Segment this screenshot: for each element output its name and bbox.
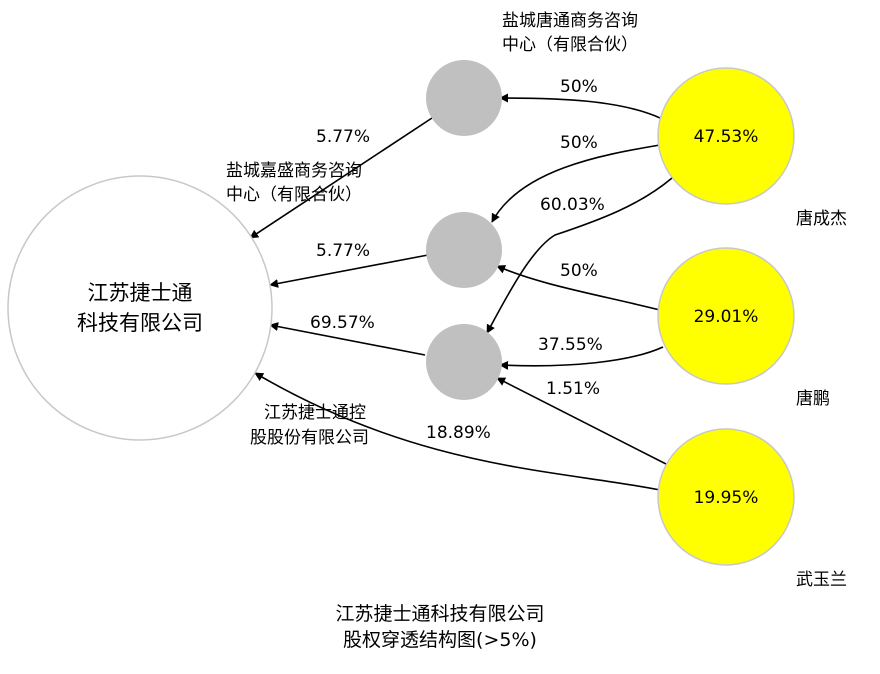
tang-chengjie-share: 47.53%	[694, 127, 759, 147]
edges	[249, 93, 673, 491]
tangtong-label-line1: 盐城唐通商务咨询	[502, 10, 638, 31]
edge-tangtong-to-target	[249, 117, 433, 239]
edge-holding-to-target	[269, 322, 426, 356]
edge-wuyulan-to-holding	[496, 377, 669, 466]
node-holding-company[interactable]	[426, 324, 502, 400]
wu-yulan-name: 武玉兰	[796, 570, 847, 590]
label-jiasheng-to-target: 5.77%	[316, 241, 370, 261]
edge-labels: 5.77% 5.77% 69.57% 18.89% 50% 50% 60.03%…	[310, 77, 605, 443]
node-labels: 江苏捷士通 科技有限公司 盐城唐通商务咨询 中心（有限合伙） 盐城嘉盛商务咨询 …	[77, 10, 847, 590]
node-jiasheng-center[interactable]	[426, 212, 502, 288]
diagram-title: 江苏捷士通科技有限公司 股权穿透结构图(>5%)	[335, 603, 544, 651]
tang-chengjie-name: 唐成杰	[796, 208, 847, 229]
label-tangtong-to-target: 5.77%	[316, 127, 370, 147]
jiasheng-label-line1: 盐城嘉盛商务咨询	[226, 161, 362, 181]
label-chengjie-to-tangtong: 50%	[560, 77, 598, 97]
edge-chengjie-to-tangtong	[499, 93, 661, 119]
node-wu-yulan[interactable]	[657, 428, 795, 566]
node-tang-peng[interactable]	[657, 247, 795, 385]
node-target-company[interactable]	[7, 175, 273, 441]
edge-jiasheng-to-target	[269, 254, 429, 288]
edge-chengjie-to-holding	[486, 177, 673, 334]
tang-peng-name: 唐鹏	[796, 388, 830, 409]
edge-chengjie-to-jiasheng	[491, 144, 661, 223]
label-wuyulan-to-target: 18.89%	[426, 423, 491, 443]
edge-peng-to-jiasheng	[496, 265, 661, 311]
tang-peng-share: 29.01%	[694, 307, 759, 327]
target-label-line2: 科技有限公司	[77, 311, 203, 335]
jiasheng-label-line2: 中心（有限合伙）	[226, 185, 362, 205]
label-chengjie-to-jiasheng: 50%	[560, 133, 598, 153]
label-wuyulan-to-holding: 1.51%	[546, 379, 600, 399]
nodes	[7, 60, 795, 566]
label-holding-to-target: 69.57%	[310, 313, 375, 333]
tangtong-label-line2: 中心（有限合伙）	[502, 35, 638, 55]
holding-label-line1: 江苏捷士通控	[264, 403, 366, 423]
holding-label-line2: 股股份有限公司	[250, 428, 369, 448]
label-chengjie-to-holding: 60.03%	[540, 195, 605, 215]
title-line1: 江苏捷士通科技有限公司	[335, 603, 544, 625]
label-peng-to-holding: 37.55%	[538, 335, 603, 355]
label-peng-to-jiasheng: 50%	[560, 261, 598, 281]
wu-yulan-share: 19.95%	[694, 488, 759, 508]
title-line2: 股权穿透结构图(>5%)	[343, 629, 537, 651]
node-tangtong-center[interactable]	[426, 60, 502, 136]
node-tang-chengjie[interactable]	[657, 67, 795, 205]
target-label-line1: 江苏捷士通	[88, 281, 193, 305]
edge-peng-to-holding	[499, 346, 664, 370]
edge-wuyulan-to-target	[254, 372, 661, 491]
